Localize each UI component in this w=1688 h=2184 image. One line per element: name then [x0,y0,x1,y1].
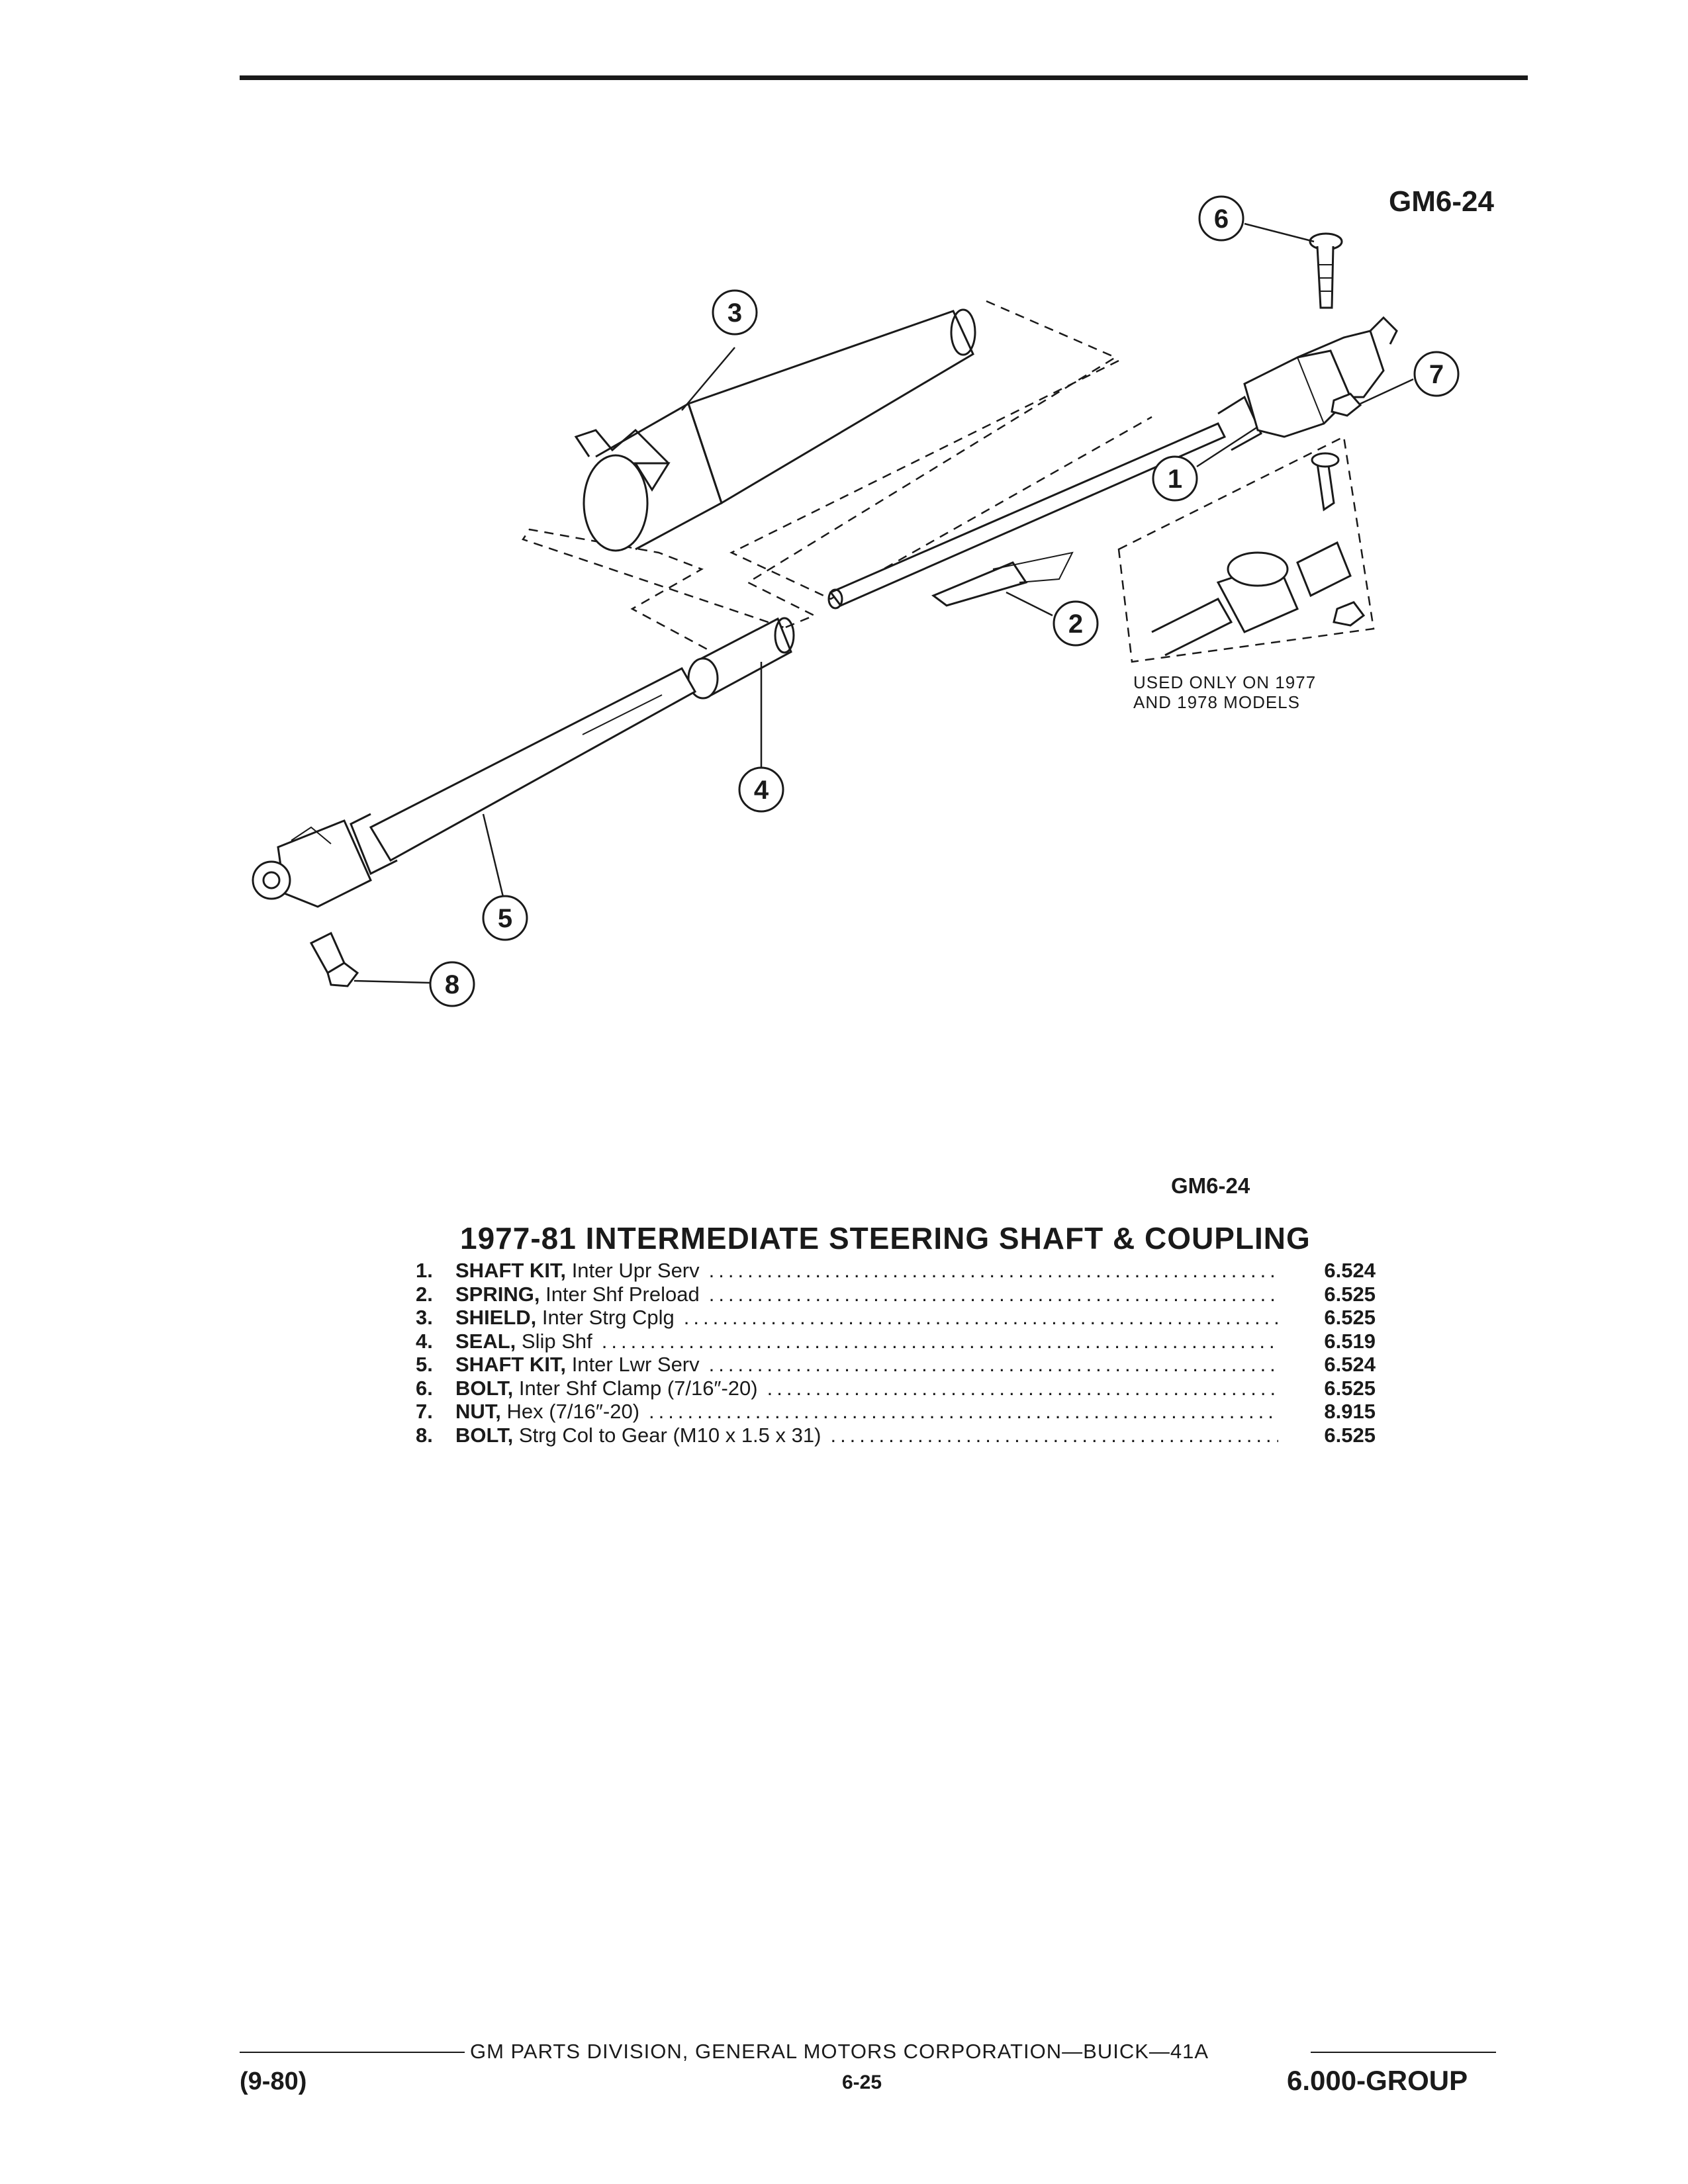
part-number: 5. [416,1353,433,1376]
part-name: SHIELD, [455,1306,537,1329]
callout-4: 4 [754,776,769,805]
bolt-6-part [1309,232,1343,309]
part-detail: Slip Shf [521,1329,592,1353]
part-detail: Inter Upr Serv [571,1259,700,1282]
callout-3: 3 [727,298,742,328]
inset-note-line-1: USED ONLY ON 1977 [1133,672,1317,692]
part-number: 6. [416,1376,433,1400]
parts-row: 8. BOLT, Strg Col to Gear (M10 x 1.5 x 3… [416,1424,1376,1447]
part-description: SPRING, Inter Shf Preload [455,1283,700,1306]
spring-part [931,561,1028,607]
part-group-code: 6.525 [1324,1306,1376,1329]
inset-note-line-2: AND 1978 MODELS [1133,692,1300,712]
part-group-code: 6.525 [1324,1282,1376,1306]
part-description: SHAFT KIT, Inter Lwr Serv [455,1353,700,1377]
callout-5: 5 [498,904,512,933]
part-group-code: 6.519 [1324,1329,1376,1353]
leader-dots [684,1306,1278,1330]
parts-row: 1. SHAFT KIT, Inter Upr Serv 6.524 [416,1259,1376,1283]
part-detail: Strg Col to Gear (M10 x 1.5 x 31) [518,1423,821,1447]
parts-row: 7. NUT, Hex (7/16″-20) 8.915 [416,1400,1376,1424]
leader-dots [767,1377,1278,1400]
leader-dots [649,1400,1278,1424]
leader-dots [709,1283,1278,1306]
parts-list-title: 1977-81 INTERMEDIATE STEERING SHAFT & CO… [460,1221,1311,1255]
footer-publisher: GM PARTS DIVISION, GENERAL MOTORS CORPOR… [470,2040,1209,2063]
part-name: SPRING, [455,1282,540,1306]
part-description: NUT, Hex (7/16″-20) [455,1400,639,1424]
part-number: 3. [416,1306,433,1329]
part-number: 8. [416,1423,433,1447]
inset-joint-part [1151,452,1366,657]
parts-row: 2. SPRING, Inter Shf Preload 6.525 [416,1283,1376,1306]
callout-1: 1 [1168,465,1182,494]
part-name: SHAFT KIT, [455,1353,567,1376]
part-detail: Inter Lwr Serv [571,1353,700,1376]
parts-row: 4. SEAL, Slip Shf 6.519 [416,1330,1376,1353]
callout-6: 6 [1214,205,1229,234]
inset-note: USED ONLY ON 1977 AND 1978 MODELS [1133,672,1316,712]
part-description: BOLT, Inter Shf Clamp (7/16″-20) [455,1377,758,1400]
footer-rule-right [1311,2052,1496,2053]
part-name: BOLT, [455,1376,514,1400]
seal-part [687,617,795,700]
part-number: 4. [416,1329,433,1353]
part-number: 1. [416,1259,433,1282]
parts-row: 5. SHAFT KIT, Inter Lwr Serv 6.524 [416,1353,1376,1377]
part-description: BOLT, Strg Col to Gear (M10 x 1.5 x 31) [455,1424,821,1447]
part-detail: Inter Shf Preload [545,1282,700,1306]
part-detail: Inter Shf Clamp (7/16″-20) [518,1376,758,1400]
part-description: SHIELD, Inter Strg Cplg [455,1306,675,1330]
footer-rule-left [240,2052,465,2053]
part-detail: Inter Strg Cplg [541,1306,675,1329]
leader-dots [709,1259,1278,1283]
leader-dots [709,1353,1278,1377]
footer-page-number: 6-25 [842,2071,882,2093]
part-number: 2. [416,1282,433,1306]
leader-dots [602,1330,1278,1353]
dashed-envelope-lower [522,300,1117,657]
parts-row: 3. SHIELD, Inter Strg Cplg 6.525 [416,1306,1376,1330]
part-group-code: 6.525 [1324,1423,1376,1447]
footer-date: (9-80) [240,2068,307,2095]
part-group-code: 6.525 [1324,1376,1376,1400]
part-name: SHAFT KIT, [455,1259,567,1282]
upper-shaft-part [827,316,1398,610]
part-detail: Hex (7/16″-20) [506,1400,640,1423]
exploded-view-illustration: 1 2 3 4 5 6 7 8 [252,195,1460,1007]
nut-7-part [1331,392,1362,417]
parts-row: 6. BOLT, Inter Shf Clamp (7/16″-20) 6.52… [416,1377,1376,1400]
part-name: BOLT, [455,1423,514,1447]
parts-list: 1. SHAFT KIT, Inter Upr Serv 6.524 2. SP… [416,1259,1376,1447]
inset-dashed-box [1117,435,1375,663]
shield-part [574,308,976,552]
callout-2: 2 [1068,610,1083,639]
callout-8: 8 [445,970,459,999]
part-name: NUT, [455,1400,501,1423]
figure-code-mid: GM6-24 [1171,1173,1250,1198]
part-description: SHAFT KIT, Inter Upr Serv [455,1259,700,1283]
part-number: 7. [416,1400,433,1423]
part-group-code: 8.915 [1324,1400,1376,1423]
lower-shaft-part [252,667,697,908]
top-rule [240,75,1528,80]
part-group-code: 6.524 [1324,1353,1376,1376]
bolt-8-part [309,931,359,987]
callout-7: 7 [1429,360,1444,389]
figure-code-top: GM6-24 [1389,185,1494,218]
part-name: SEAL, [455,1329,516,1353]
part-description: SEAL, Slip Shf [455,1330,592,1353]
footer-group: 6.000-GROUP [1287,2065,1468,2096]
part-group-code: 6.524 [1324,1259,1376,1282]
leader-dots [830,1424,1278,1447]
